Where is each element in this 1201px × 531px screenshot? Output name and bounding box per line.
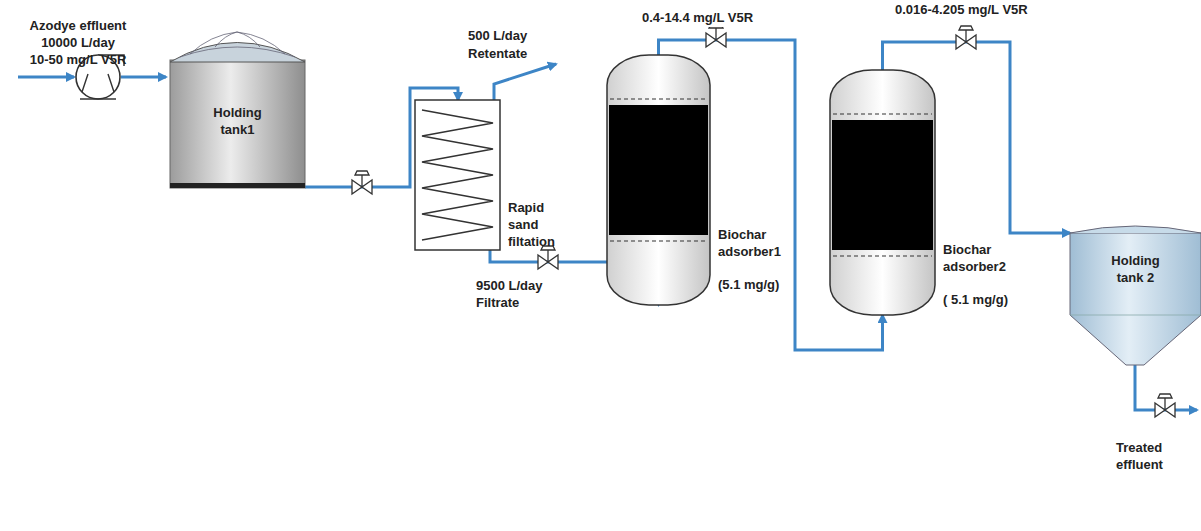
adsorber-column-outline	[830, 70, 935, 315]
capacity-label: (5.1 mg/g)	[718, 277, 798, 294]
storage-tank: Holding tank 2	[1070, 225, 1201, 365]
equipment-label: Rapid sand filtation	[508, 200, 570, 251]
valve-symbol	[706, 24, 726, 47]
adsorber-column: Biochar adsorber2( 5.1 mg/g)	[830, 70, 935, 315]
sand-filter: Rapid sand filtation	[415, 100, 500, 250]
flow-rate: 10000 L/day	[8, 35, 148, 52]
adsorber-column: Biochar adsorber1(5.1 mg/g)	[607, 55, 710, 305]
equipment-label: Biochar adsorber1	[718, 227, 794, 261]
equipment-label: Holding tank1	[203, 105, 273, 139]
stream-label: Azodye effluent	[8, 18, 148, 35]
equipment-label: Biochar adsorber2	[943, 242, 1019, 276]
storage-tank-outline	[1070, 225, 1201, 365]
retentate-pipe	[494, 64, 556, 100]
capacity-label: ( 5.1 mg/g)	[943, 292, 1023, 309]
flow-rate: 500 L/day	[468, 28, 558, 45]
valve-symbol	[1155, 394, 1175, 417]
pump-outlet-pipe	[121, 76, 166, 79]
stream-label: 0.4-14.4 mg/L V5R	[640, 10, 794, 27]
valve-symbol	[352, 171, 372, 194]
stream-label: Retentate	[468, 46, 558, 63]
effluent-pipe	[1135, 365, 1197, 410]
concentration-label: 10-50 mg/L V5R	[8, 52, 148, 69]
valve-symbol	[538, 246, 558, 269]
equipment-label: Holding tank 2	[1101, 253, 1171, 287]
valve-symbol	[956, 26, 976, 49]
stream-label: 9500 L/day Filtrate	[474, 278, 558, 312]
stream-label: 0.016-4.205 mg/L V5R	[893, 2, 1077, 19]
inlet-pipe	[18, 76, 74, 79]
sand-filter-outline	[415, 100, 500, 250]
storage-tank: Holding tank1	[170, 35, 305, 190]
adsorber-column-outline	[607, 55, 710, 305]
stream-label: Treated effluent	[1116, 440, 1186, 474]
